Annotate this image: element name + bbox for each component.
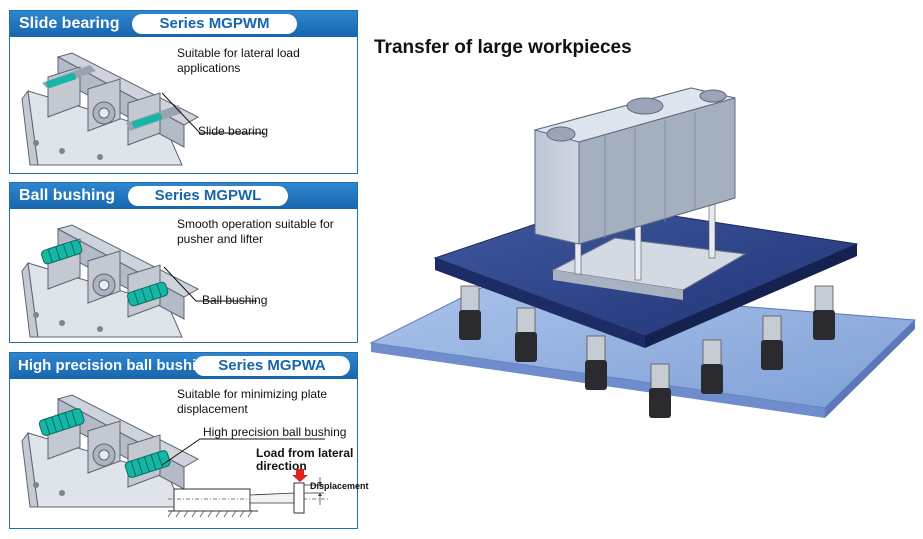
series-badge: Series MGPWL: [128, 186, 288, 206]
panel-title: Ball bushing: [19, 187, 115, 204]
support-post: [761, 315, 783, 370]
panel-title: Slide bearing: [19, 15, 120, 32]
series-badge: Series MGPWA: [194, 356, 350, 376]
panel-header: Ball bushing Series MGPWL: [10, 183, 357, 209]
panel-title: High precision ball bushing: [18, 357, 215, 374]
support-post: [459, 285, 481, 340]
support-post: [585, 335, 607, 390]
callout-label: Slide bearing: [198, 124, 269, 138]
large-workpiece-assembly-illustration: [369, 87, 917, 418]
panel-header: High precision ball bushing Series MGPWA: [10, 353, 357, 379]
panel-ball-bushing: Ball bushing Series MGPWL Smooth operati…: [9, 182, 358, 343]
callout-leader-line: [161, 438, 325, 466]
callout-label: High precision ball bushing: [203, 425, 347, 439]
callout-leader-line: [161, 92, 265, 134]
displacement-label: Displacement: [310, 481, 369, 491]
support-post: [649, 363, 671, 418]
guide-rod-illustration: [21, 52, 200, 166]
guide-rod-illustration: [21, 224, 200, 338]
callout-leader-line: [163, 266, 257, 302]
main-title: Transfer of large workpieces: [374, 37, 632, 58]
panel-header: Slide bearing Series MGPWM: [10, 11, 357, 37]
support-post: [701, 339, 723, 394]
support-post: [813, 285, 835, 340]
series-badge: Series MGPWM: [132, 14, 297, 34]
panel-description: Suitable for minimizing plate displaceme…: [177, 387, 328, 416]
panel-description: Smooth operation suitable for pusher and…: [177, 217, 334, 246]
load-direction-label: Load from lateral direction: [256, 446, 354, 473]
guide-rod-illustration: [21, 394, 200, 508]
displacement-diagram: [167, 469, 328, 518]
callout-label: Ball bushing: [202, 293, 268, 307]
support-post: [515, 307, 537, 362]
panel-high-precision-ball-bushing: High precision ball bushing Series MGPWA…: [9, 352, 369, 529]
panel-description: Suitable for lateral load applications: [177, 46, 300, 75]
panel-slide-bearing: Slide bearing Series MGPWM Suitable for …: [9, 10, 358, 174]
